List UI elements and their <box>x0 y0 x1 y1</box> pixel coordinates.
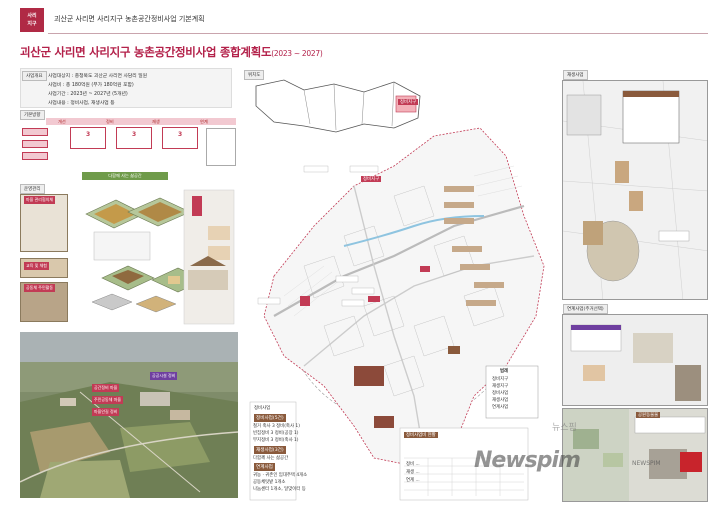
strategy-box-2 <box>116 127 152 149</box>
strategy-number-1: 3 <box>86 131 91 138</box>
left-tag-3: 공동체 주민활동 <box>24 284 56 292</box>
left-tag-1: 마을 관리협의체 <box>24 196 56 204</box>
page-title: 괴산군 사리면 사리지구 농촌공간정비사업 종합계획도(2023 ~ 2027) <box>20 44 323 60</box>
overview-box <box>20 68 232 108</box>
summary-group-2: 재생사업(3건) <box>254 446 286 454</box>
aerial-tag-1: 공간정비 마을 <box>92 384 120 392</box>
summary-group-3: 연계사업 <box>254 463 275 471</box>
strategy-box-1 <box>70 127 106 149</box>
district-badge: 사리 지구 <box>20 8 44 32</box>
inset-map-label: 정비지구 <box>398 99 419 105</box>
page-title-text: 괴산군 사리면 사리지구 농촌공간정비사업 종합계획도 <box>20 45 272 59</box>
map-center-label: 정비지구 <box>361 176 382 182</box>
aerial-tag-2: 주민공동체 마을 <box>92 396 124 404</box>
park-label: 공원동물물 <box>636 412 661 418</box>
regeneration-label: 재생사업 <box>563 70 588 80</box>
badge-line-2: 지구 <box>27 21 37 27</box>
summary-item-4: 다함께 사는 삶공간 <box>253 456 289 461</box>
goal-box-3 <box>22 152 48 160</box>
center-banner: 다함께 사는 삶공간 <box>82 172 168 180</box>
legend-item-4: 재생사업 <box>492 398 509 403</box>
linked-goal-box <box>206 128 236 166</box>
left-tag-2: 교육 및 체험 <box>24 262 49 270</box>
basic-direction-label: 기본방향 <box>20 110 45 120</box>
overview-label: 사업개요 <box>22 71 47 81</box>
budget-row-3: 연계 ... <box>406 478 420 483</box>
watermark-korean: 뉴스핌 <box>552 423 577 433</box>
page-title-period: (2023 ~ 2027) <box>271 49 323 58</box>
legend-item-1: 정비지구 <box>492 377 509 382</box>
aerial-tag-4: 공공시설 정비 <box>150 372 178 380</box>
regeneration-map <box>563 81 707 299</box>
budget-row-2: 재생 ... <box>406 470 420 475</box>
linked-panel <box>562 314 708 406</box>
strategy-box-3 <box>162 127 198 149</box>
badge-line-1: 사리 <box>27 13 37 19</box>
aerial-photo <box>20 332 238 498</box>
legend-item-2: 재생지구 <box>492 384 509 389</box>
summary-item-5: 귀농 · 귀촌인 임대주택 4개소 <box>253 473 308 478</box>
operation-label: 운영관리 <box>20 184 45 194</box>
summary-item-2: 빈집정비 3 정비(공장 1) <box>253 431 299 436</box>
overview-line-3: 사업기간 : 2023년 ~ 2027년 (5개년) <box>48 92 128 97</box>
overview-line-2: 사업비 : 총 180억원 (무가 180억원 포함) <box>48 83 134 88</box>
budget-title: 정비사업비 현황 <box>404 432 438 438</box>
linked-map <box>563 315 707 405</box>
concept-tab-3: 재생 <box>152 119 160 124</box>
legend-title: 범례 <box>500 369 509 374</box>
summary-item-3: 부지정비 3 정비(축사 1) <box>253 438 299 443</box>
goal-box-1 <box>22 128 48 136</box>
concept-tab-2: 정비 <box>106 119 114 124</box>
isometric-illustrations <box>85 189 235 325</box>
budget-row-1: 정비 ... <box>406 462 420 467</box>
goal-box-2 <box>22 140 48 148</box>
overview-line-4: 사업내용 : 정비사업, 재생사업 등 <box>48 101 115 106</box>
regeneration-panel <box>562 80 708 300</box>
watermark-brand: Newspim <box>474 448 581 473</box>
legend-item-5: 연계사업 <box>492 405 509 410</box>
strategy-number-2: 3 <box>132 131 137 138</box>
summary-item-6: 공동체텃밭 1개소 <box>253 480 286 485</box>
overview-line-1: 사업대상지 : 충청북도 괴산군 사리면 사담리 일원 <box>48 74 148 79</box>
location-label: 위치도 <box>244 70 265 80</box>
summary-group-1: 정비사업(5건) <box>254 414 286 422</box>
header-divider <box>48 33 708 34</box>
concept-tab-4: 연계 <box>200 119 208 124</box>
linked-label: 연계사업(주거선택) <box>563 304 608 314</box>
summary-title: 정비사업 <box>254 406 271 411</box>
header-title: 괴산군 사리면 사리지구 농촌공간정비사업 기본계획 <box>54 15 205 23</box>
strategy-number-3: 3 <box>178 131 183 138</box>
watermark-logo-text: NEWSPIM <box>632 460 661 467</box>
newspim-logo-icon <box>680 452 702 472</box>
legend-item-3: 정비사업 <box>492 391 509 396</box>
summary-item-1: 철거 축사 3 정비(축사 1) <box>253 424 300 429</box>
phase-bar <box>46 118 236 125</box>
aerial-tag-3: 마을안길 정비 <box>92 408 120 416</box>
concept-tab-1: 개선 <box>58 119 66 124</box>
master-plan-map <box>249 79 545 501</box>
summary-item-7: 나눔센터 1개소, 달맞이터 등 <box>253 487 306 492</box>
